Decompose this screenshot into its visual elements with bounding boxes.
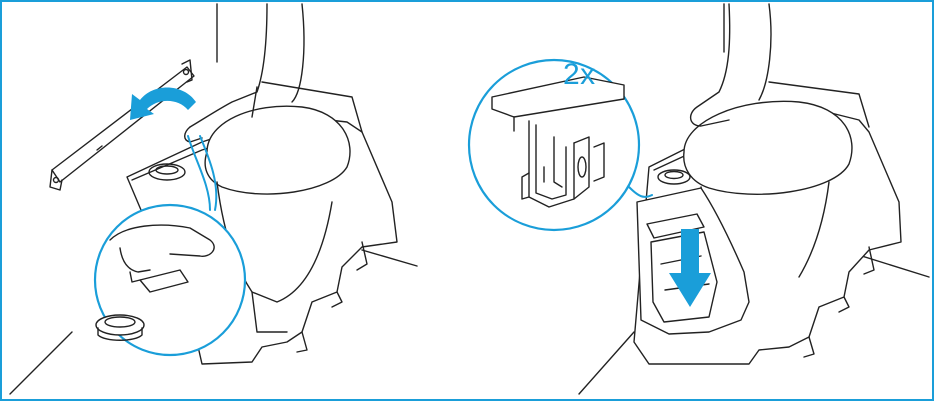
arm-upper — [690, 3, 731, 127]
bracket-end-left — [49, 169, 63, 191]
floor-line-right — [361, 249, 418, 267]
toilet-pedestal — [251, 291, 288, 333]
bracket-hole-1 — [52, 176, 60, 184]
arm-lower — [291, 3, 305, 103]
curved-arrow-icon — [130, 87, 196, 120]
panel-step-remove-bracket — [2, 2, 469, 403]
bracket-end-right — [181, 59, 193, 83]
base-step-3 — [296, 331, 308, 353]
toilet-bowl-right — [798, 181, 830, 278]
floor-line-left — [578, 331, 635, 395]
panel-step-lower-cassette — [467, 2, 934, 403]
toilet-seat-lid — [204, 105, 351, 195]
valve-ring — [657, 169, 691, 185]
detail-magnifier-icon — [93, 135, 247, 357]
toilet-seat-lid — [683, 100, 853, 195]
base-step-1 — [863, 246, 875, 275]
cassette-top — [646, 213, 705, 239]
bracket-hole-2 — [182, 68, 190, 76]
valve-ring-inner — [664, 170, 684, 180]
toilet-tank-top — [768, 81, 870, 128]
valve-ring — [148, 163, 186, 181]
cassette-body — [650, 231, 718, 323]
detail-magnifier-icon — [467, 58, 653, 232]
arm-lower — [758, 3, 772, 101]
callout-label-2x: 2x — [563, 58, 596, 91]
down-arrow-icon — [669, 229, 711, 307]
base-step-1 — [356, 241, 368, 271]
bracket-mark — [96, 145, 103, 151]
base-step-2 — [331, 291, 343, 308]
toilet-bowl-body — [216, 181, 333, 303]
base-step-3 — [803, 336, 815, 358]
base-step-2 — [838, 296, 850, 313]
valve-ring-inner — [155, 165, 179, 175]
arm-upper — [189, 3, 268, 128]
floor-line-left — [9, 331, 73, 395]
toilet-tank-top — [261, 81, 363, 133]
